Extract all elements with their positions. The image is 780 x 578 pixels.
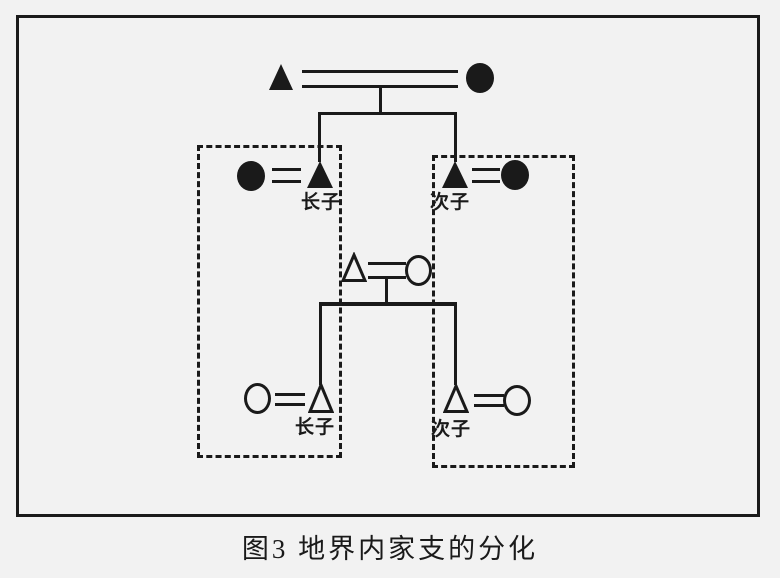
eldest-son-marriage-line-bottom bbox=[272, 180, 301, 183]
lower-eldest-son-male-outline-triangle-icon bbox=[308, 382, 334, 413]
eldest-son-male-triangle-icon bbox=[307, 161, 333, 188]
left-branch-dashed-box bbox=[197, 145, 342, 458]
lower-eldest-son-marriage-line-top bbox=[275, 393, 305, 396]
second-son-male-triangle-icon bbox=[442, 161, 468, 188]
gen1-mother-female-circle-icon bbox=[466, 63, 494, 93]
right-branch-dashed-box bbox=[432, 155, 575, 468]
second-son-wife-female-circle-icon bbox=[501, 160, 529, 190]
second-son-label-upper: 次子 bbox=[430, 192, 471, 213]
figure-border bbox=[16, 15, 760, 517]
gen1-marriage-line-top bbox=[302, 70, 458, 73]
mid-husband-male-outline-triangle-icon bbox=[341, 252, 367, 282]
second-son-marriage-line-top bbox=[472, 168, 500, 171]
figure-caption: 图3 地界内家支的分化 bbox=[241, 534, 539, 564]
second-son-label-lower: 次子 bbox=[431, 419, 472, 440]
lower-eldest-son-drop-line bbox=[319, 305, 322, 385]
mid-marriage-line-bottom bbox=[368, 276, 406, 279]
gen1-sibling-line bbox=[318, 112, 457, 115]
second-son-drop-line bbox=[454, 114, 457, 162]
eldest-son-wife-female-circle-icon bbox=[237, 161, 265, 191]
lower-eldest-son-marriage-line-bottom bbox=[275, 403, 305, 406]
mid-wife-female-outline-circle-icon bbox=[405, 255, 432, 286]
gen1-marriage-line-bottom bbox=[302, 85, 458, 88]
lower-second-son-marriage-line-bottom bbox=[474, 404, 504, 407]
lower-second-son-wife-female-outline-circle-icon bbox=[503, 385, 531, 416]
eldest-son-label-upper: 长子 bbox=[301, 192, 342, 213]
gen1-descent-line bbox=[379, 87, 382, 114]
second-son-marriage-line-bottom bbox=[472, 180, 500, 183]
mid-sibling-line bbox=[319, 302, 457, 306]
mid-marriage-line-top bbox=[368, 262, 406, 265]
lower-second-son-marriage-line-top bbox=[474, 394, 504, 397]
mid-descent-line bbox=[385, 278, 388, 304]
eldest-son-drop-line bbox=[318, 114, 321, 162]
lower-eldest-son-wife-female-outline-circle-icon bbox=[244, 383, 271, 414]
lower-second-son-drop-line bbox=[454, 305, 457, 385]
eldest-son-marriage-line-top bbox=[272, 168, 301, 171]
gen1-father-male-triangle-icon bbox=[269, 64, 293, 90]
eldest-son-label-lower: 长子 bbox=[295, 417, 336, 438]
lower-second-son-male-outline-triangle-icon bbox=[443, 383, 469, 413]
